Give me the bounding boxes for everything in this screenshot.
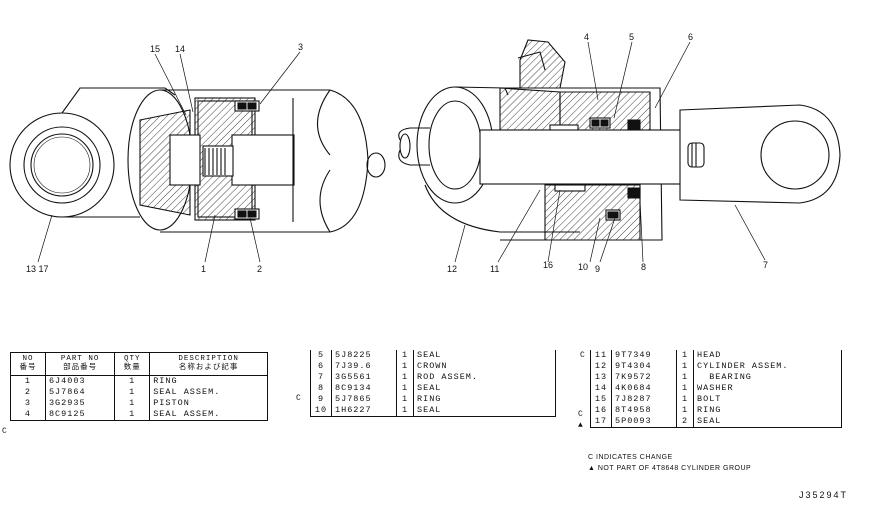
callout-4: 4 [584,32,589,42]
note-change: C INDICATES CHANGE [588,454,673,461]
callout-12: 12 [447,264,457,274]
callout-9: 9 [595,264,600,274]
change-mark: C [2,427,7,436]
change-mark: C [580,351,585,360]
change-mark: C [578,410,583,419]
callout-8: 8 [641,262,646,272]
callout-16: 16 [543,260,553,270]
drawing-code: J35294T [798,490,848,500]
cylinder-exploded-drawing: 15 14 3 4 5 6 13 17 1 2 12 11 16 10 9 8 … [9,32,841,274]
callout-6: 6 [688,32,693,42]
callout-11: 11 [490,264,499,274]
callout-5: 5 [629,32,634,42]
triangle-mark: ▲ [578,421,583,430]
callout-1: 1 [201,264,206,274]
callout-10: 10 [578,262,588,272]
callout-7: 7 [763,260,768,270]
cylinder-barrel-left-drawing [127,89,386,233]
cylinder-barrel-right-drawing [398,39,686,241]
bearing-eye-drawing [9,87,176,218]
callout-15: 15 [150,44,160,54]
callout-13-17: 13 17 [26,264,49,274]
note-not-part: ▲ NOT PART OF 4T8648 CYLINDER GROUP [588,465,752,472]
rod-eye-drawing [679,104,841,204]
callout-14: 14 [175,44,185,54]
callout-2: 2 [257,264,262,274]
callout-3: 3 [298,42,303,52]
change-mark: C [296,394,301,403]
callout-leaders [37,41,766,263]
